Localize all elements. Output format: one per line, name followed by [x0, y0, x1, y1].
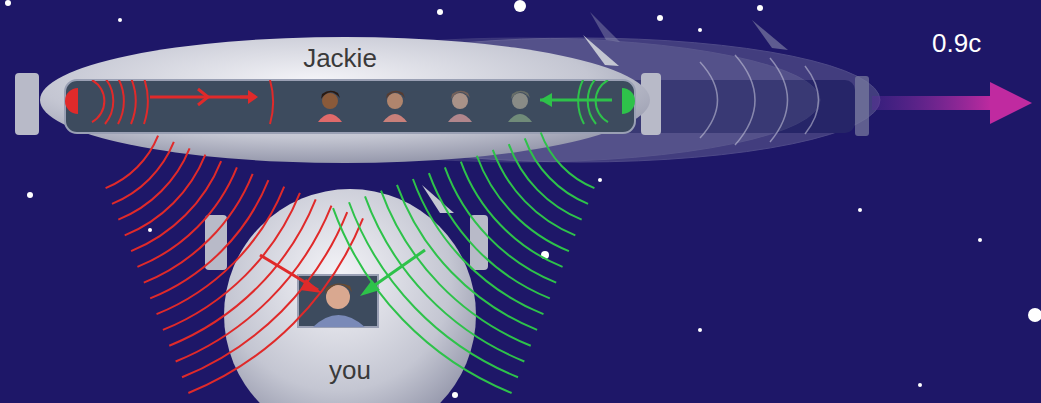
inner-waves	[92, 80, 612, 124]
wave-arc	[493, 150, 576, 235]
observer-pod: you	[200, 185, 500, 403]
end-cap	[15, 73, 39, 135]
wave-arc	[541, 132, 595, 188]
wave-arc	[176, 206, 332, 362]
wave-arc	[106, 136, 158, 188]
speed-label: 0.9c	[932, 28, 981, 59]
velocity-arrow	[872, 82, 1032, 124]
window	[65, 80, 635, 133]
wave-arc	[413, 179, 544, 314]
ship-name: you	[200, 355, 500, 386]
stars	[5, 0, 1041, 398]
wave-arc	[349, 202, 518, 377]
ship-name: Jackie	[15, 43, 665, 74]
spaceship: Jackie	[15, 35, 665, 165]
wave-arc	[509, 144, 582, 219]
wave-arc	[144, 174, 253, 283]
wave-arc	[118, 148, 189, 219]
wave-arc	[188, 218, 363, 393]
wave-arc	[365, 196, 524, 361]
wave-arc	[182, 212, 347, 377]
wave-arc	[381, 191, 531, 346]
antenna	[583, 35, 619, 66]
wave-arc	[333, 208, 512, 393]
wave-arc	[461, 162, 563, 267]
wave-arc	[169, 199, 315, 345]
wave-arc	[397, 185, 537, 330]
antenna	[422, 185, 454, 213]
wave-arc	[150, 180, 268, 298]
side-cap	[205, 215, 227, 270]
outer-waves	[106, 132, 595, 392]
wave-arc	[131, 161, 221, 251]
passengers	[318, 91, 532, 122]
observer	[310, 283, 368, 327]
wave-arc	[477, 156, 569, 251]
green-emitter	[622, 88, 635, 114]
wave-arc	[157, 187, 285, 315]
red-emitter	[65, 88, 78, 114]
wave-arc	[125, 155, 206, 236]
wave-arc	[163, 193, 300, 330]
window	[298, 275, 378, 327]
wave-arc	[137, 167, 236, 266]
wave-arc	[429, 173, 550, 298]
wave-arc	[112, 142, 174, 204]
wave-arc	[445, 167, 556, 282]
side-cap	[470, 215, 488, 270]
wave-arc	[525, 138, 588, 204]
